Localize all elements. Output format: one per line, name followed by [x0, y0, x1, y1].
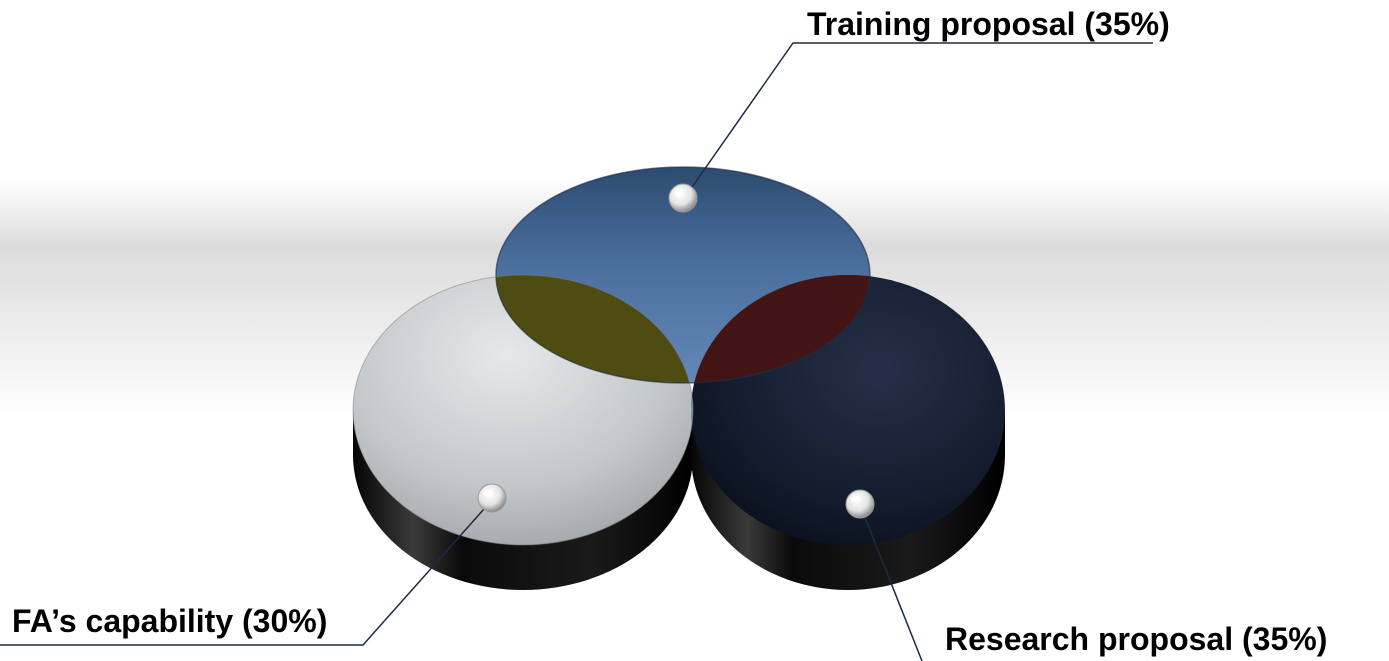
- label-training-proposal: Training proposal (35%): [807, 6, 1170, 42]
- overlap-training-research: [691, 275, 870, 383]
- label-research-proposal: Research proposal (35%): [945, 621, 1328, 657]
- rim-left: [352, 274, 694, 546]
- bead-training: [668, 183, 698, 213]
- overlap-training-fa: [496, 275, 693, 383]
- leader-line-fa: [0, 499, 493, 646]
- bead-research: [845, 489, 875, 519]
- bead-fa: [477, 483, 507, 513]
- label-fa-capability: FA’s capability (30%): [12, 603, 328, 639]
- leader-line-training: [682, 42, 1153, 201]
- leader-line-research: [859, 504, 923, 661]
- rim-top: [495, 166, 871, 384]
